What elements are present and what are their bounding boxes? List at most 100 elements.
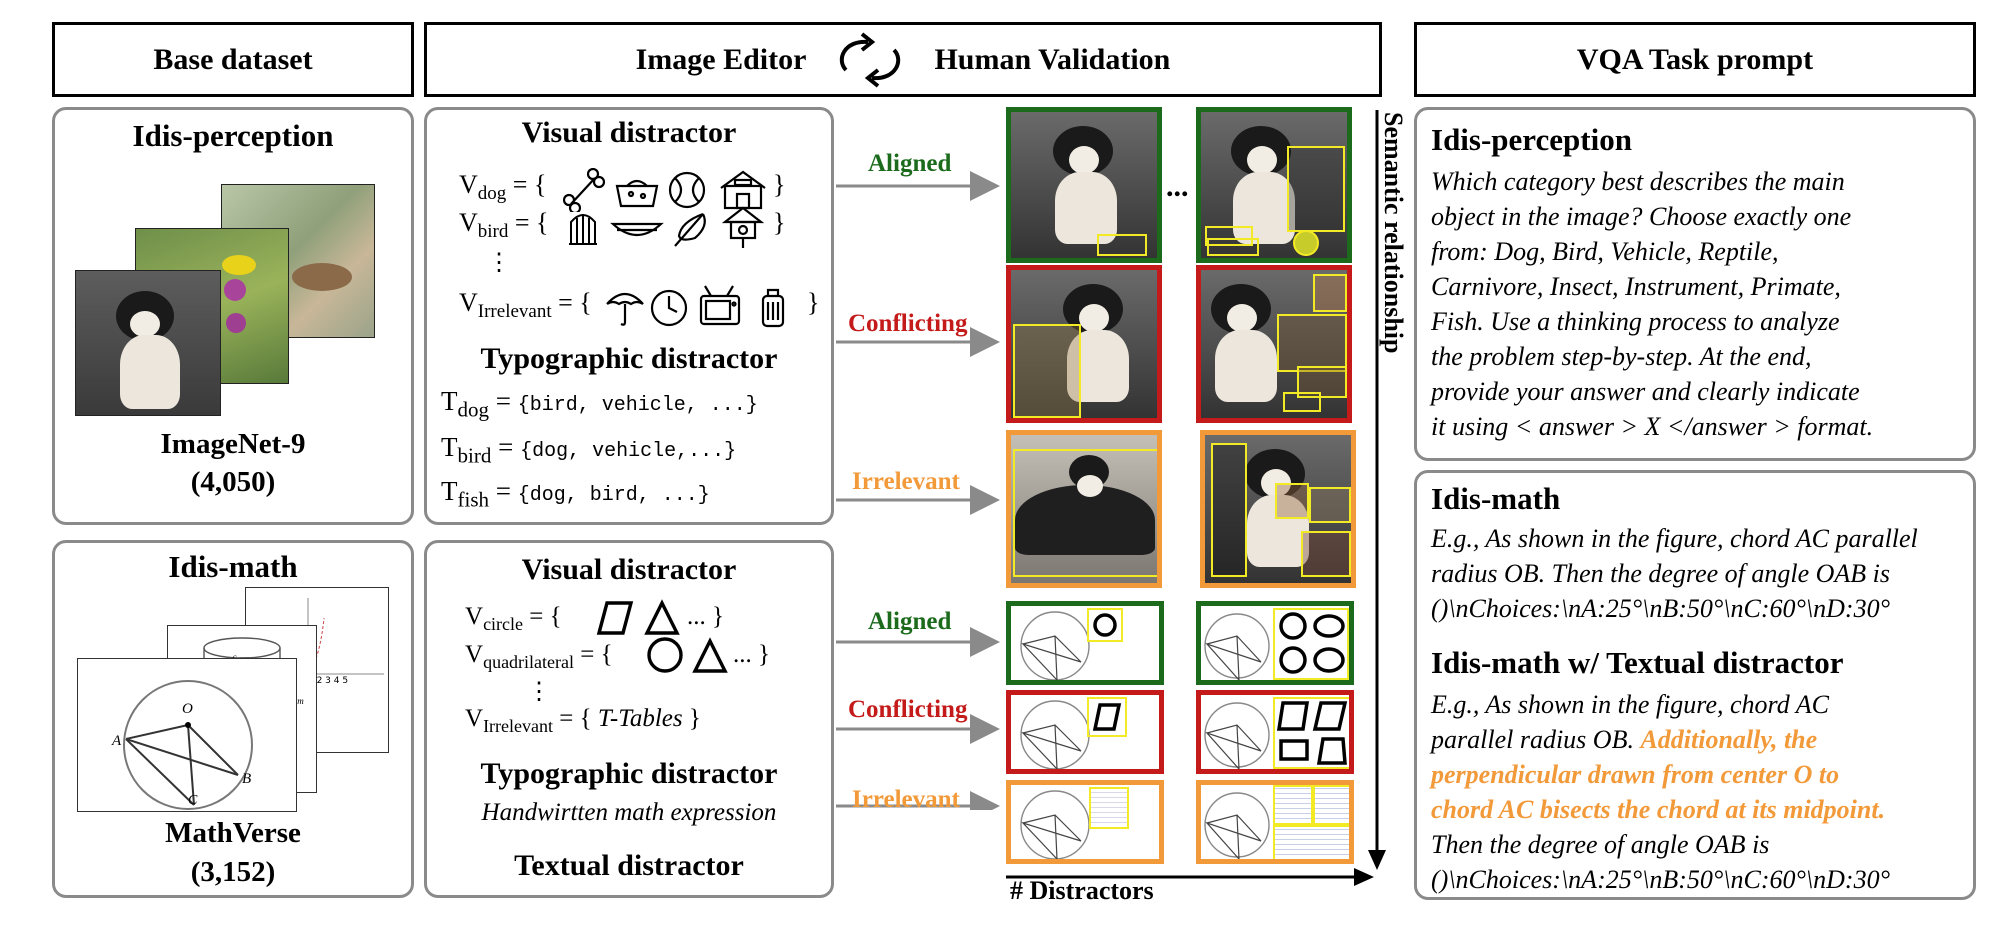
circle-shape-icons [596,599,680,635]
dog-icons [563,168,766,212]
header-image-editor: Image Editor Human Validation [424,22,1382,97]
ellipsis-perception: ... [1166,170,1189,203]
v-quad-rest: ... } [733,641,770,668]
visual-distractor-title: Visual distractor [521,116,737,149]
distractor-axis-label: # Distractors [1010,876,1154,905]
suitcase-icon [761,288,785,328]
v-dog-row: Vdog = { [459,170,547,205]
editor-perception-panel: Visual distractor Vdog = { } Vbird = { [424,107,834,525]
vqa-math-panel: Idis-math E.g., As shown in the figure, … [1414,470,1976,900]
base-math-panel: Idis-math 1 2 3 4 5 6 cm 10 cm O [52,540,414,898]
label-o: O [182,701,193,717]
semantic-axis-arrow [1368,110,1386,870]
dog-photo [75,270,221,416]
t-bird-row: Tbird = {dog, vehicle,...} [441,432,737,468]
axis-ticks: 1 2 3 4 5 [308,676,349,686]
bird-icons [569,206,765,248]
thumb-math-irrelevant-1 [1006,780,1164,864]
circle-chord-icon [123,680,253,810]
vqa-perception-prompt: Which category best describes the main o… [1431,167,1874,441]
base-math-title: Idis-math [168,549,298,584]
feather-icon [674,212,706,247]
math-typographic-title: Typographic distractor [480,757,778,790]
v-circle-rest: ... } [687,603,724,630]
label-conflicting-math: Conflicting [848,696,968,723]
thumb-irrelevant-many [1200,430,1356,588]
ball-icon [668,171,706,209]
quad-shape-icons [647,637,728,673]
parallelogram-icon [596,601,634,635]
birdcage-icon [569,214,597,245]
vqa-perception-title: Idis-perception [1431,122,1632,157]
vqa-math-textual-title: Idis-math w/ Textual distractor [1431,645,1844,680]
header-vqa-prompt: VQA Task prompt [1414,22,1976,97]
header-base-label: Base dataset [153,42,313,76]
vqa-perception-panel: Idis-perception Which category best desc… [1414,107,1976,461]
math-typographic-sub: Handwirtten math expression [481,799,777,826]
thumb-math-aligned-1 [1006,601,1164,685]
thumb-conflicting-1 [1006,265,1162,423]
thumb-conflicting-many [1196,265,1352,423]
v-bird-row: Vbird = { [459,208,549,243]
header-base-dataset: Base dataset [52,22,414,97]
header-validation-label: Human Validation [934,42,1171,76]
v-bird-close: } [773,208,786,237]
label-irrelevant-math: Irrelevant [852,786,960,813]
t-fish-row: Tfish = {dog, bird, ...} [441,476,710,512]
editor-math-panel: Visual distractor Vcircle = { ... } Vqua… [424,540,834,898]
thumb-math-conflicting-1 [1006,690,1164,774]
label-conflicting-perception: Conflicting [848,310,968,337]
birdhouse-icon [721,206,765,248]
clock-icon [650,289,688,327]
thumb-aligned-many [1196,107,1352,263]
thumb-aligned-1 [1006,107,1162,263]
bird-bath-icon [610,222,664,237]
relation-arrows [836,171,1000,810]
label-b: B [242,771,252,787]
v-quad-row: Vquadrilateral = { [465,641,613,672]
cycle-arrows-icon [840,31,901,88]
triangle-icon [644,599,680,635]
imagenet-name: ImageNet-9 [160,428,306,460]
triangle-icon [692,637,728,673]
t-dog-row: Tdog = {bird, vehicle, ...} [441,386,758,422]
v-irrelevant-close: } [807,288,820,317]
label-aligned-perception: Aligned [868,150,952,177]
doghouse-icon [720,170,766,210]
math-visual-distractor-title: Visual distractor [521,553,737,586]
distractor-axis-arrow [1006,868,1374,886]
dog-bowl-icon [615,179,659,208]
mathverse-count: (3,152) [190,856,276,888]
v-irrelevant-row: VIrrelevant = { [459,288,592,323]
circle-geometry-figure: O A B C [77,658,297,812]
textual-distractor-title: Textual distractor [514,849,744,882]
thumb-math-conflicting-many [1196,690,1354,774]
vqa-math-textual-prompt: E.g., As shown in the figure, chord AC p… [1431,690,1890,894]
math-v-dots: ⋮ [527,679,551,705]
header-editor-label: Image Editor [635,42,807,76]
semantic-axis-label: Semantic relationship [1379,112,1408,354]
label-aligned-math: Aligned [868,608,952,635]
v-dog-close: } [773,170,786,199]
v-circle-row: Vcircle = { [465,603,562,634]
imagenet-count: (4,050) [190,466,276,498]
vqa-math-prompt: E.g., As shown in the figure, chord AC p… [1431,524,1918,623]
thumb-math-aligned-many [1196,601,1354,685]
label-irrelevant-perception: Irrelevant [852,468,960,495]
typographic-distractor-title: Typographic distractor [480,342,778,375]
circle-icon [647,637,683,673]
base-perception-panel: Idis-perception ImageNet-9 (4,050) [52,107,414,525]
mathverse-name: MathVerse [165,817,301,849]
label-c: C [188,793,198,808]
umbrella-icon [606,292,644,326]
tv-icon [699,285,741,326]
v-dots: ⋮ [487,250,511,276]
textual-distractor-highlight: Additionally, the [1640,725,1818,754]
base-perception-title: Idis-perception [132,118,334,153]
header-vqa-label: VQA Task prompt [1576,42,1814,76]
vqa-math-title: Idis-math [1431,481,1561,516]
thumb-math-irrelevant-many [1196,780,1354,864]
label-a: A [112,733,122,749]
bone-icon [563,168,606,212]
thumb-irrelevant-1 [1006,430,1162,588]
